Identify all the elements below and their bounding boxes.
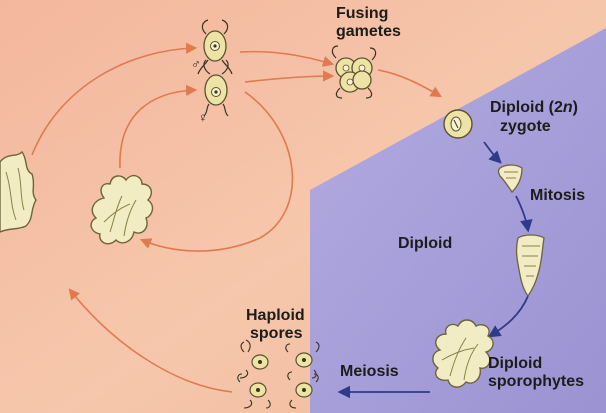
zygote-label-n: n [563, 99, 573, 116]
arrow-young-to-sporophyte [487, 295, 529, 338]
diploid-zygote [443, 109, 473, 139]
arrow-spores-to-gametophyte [68, 288, 233, 393]
young-sporophyte [515, 234, 545, 298]
arrow-gametophyte-to-female-gamete [119, 84, 198, 169]
diploid-sporophyte [432, 319, 494, 388]
female-gamete [203, 59, 229, 117]
arrow-gametophyte-to-male-gamete [31, 42, 198, 156]
sporophytes-label: Diploid sporophytes [488, 355, 584, 390]
sporophytes-line1: Diploid [488, 355, 542, 372]
gametophyte-middle [90, 174, 154, 245]
spore [239, 339, 269, 379]
arrow-male-gamete-to-fusion [239, 50, 335, 67]
diploid-region [310, 28, 606, 413]
gametophyte-left [0, 150, 37, 233]
arrow-fusion-to-zygote [377, 69, 442, 98]
zygote-label-pre: Diploid (2 [490, 99, 563, 116]
haploid-spores [237, 339, 320, 409]
male-gamete [197, 19, 233, 75]
mitosis-label: Mitosis [530, 187, 585, 204]
female-symbol: ♀ [198, 110, 208, 125]
fusing-label-line1: Fusing [336, 5, 388, 22]
zygote-label-line1: Diploid (2n) [490, 99, 578, 116]
arrow-zygote-to-mitosis [483, 141, 502, 164]
meiosis-label: Meiosis [340, 363, 399, 380]
haploid-spores-line2: spores [250, 325, 303, 342]
fusing-label-line2: gametes [336, 23, 401, 40]
spore [285, 341, 320, 379]
fusing-label: Fusing gametes [336, 5, 401, 40]
spore [287, 371, 319, 409]
male-symbol: ♂ [191, 56, 201, 71]
haploid-spores-line1: Haploid [246, 307, 305, 324]
zygote-label-post: ) [573, 99, 578, 116]
arrow-mitosis-to-young-sporophyte [515, 195, 533, 233]
haploid-spores-label: Haploid spores [246, 307, 309, 342]
zygote-label-line2: zygote [500, 118, 551, 135]
diploid-region-label: Diploid [398, 235, 452, 252]
sporophytes-line2: sporophytes [488, 373, 584, 390]
arrow-asexual-cycle [139, 91, 294, 252]
spore [237, 373, 271, 409]
arrow-female-gamete-to-fusion [244, 70, 335, 83]
fusing-gametes [331, 45, 377, 99]
